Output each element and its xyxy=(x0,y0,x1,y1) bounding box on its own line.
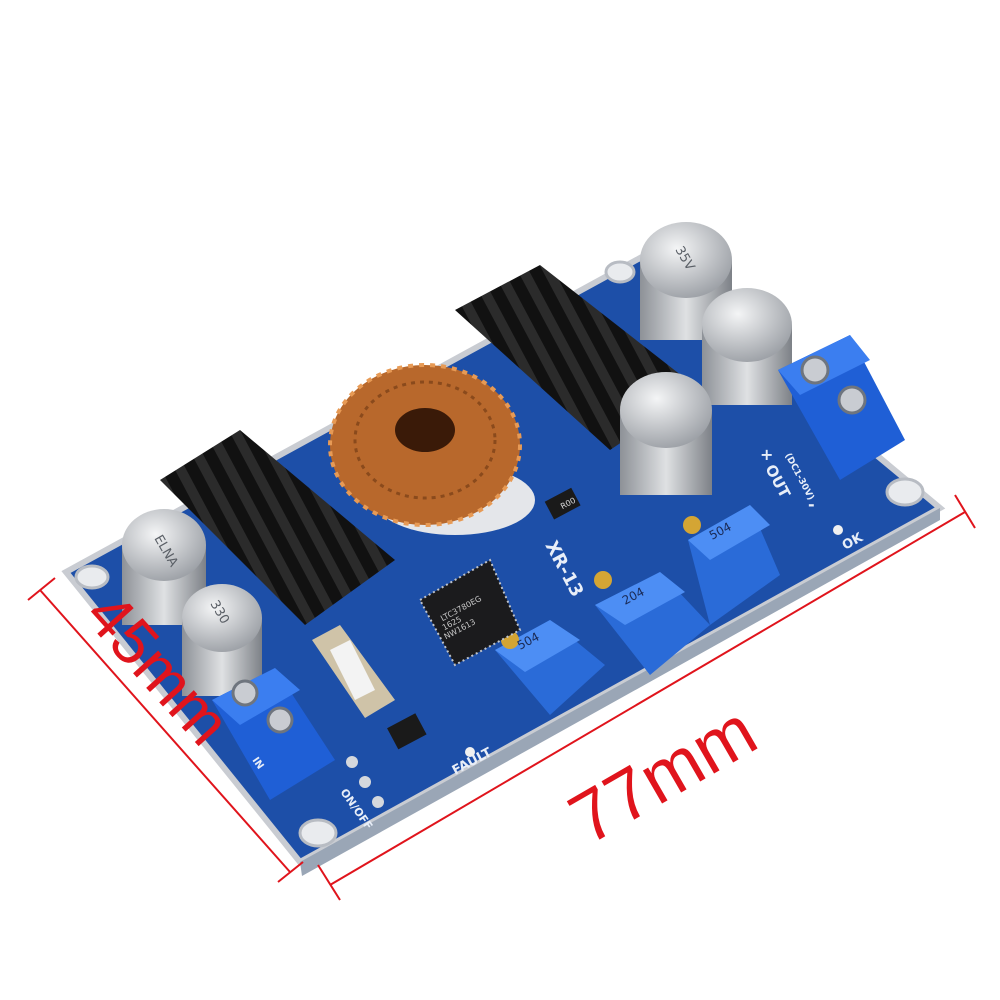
capacitors: ELNA 330 35V xyxy=(122,222,792,696)
fuse xyxy=(312,625,395,718)
trim-potentiometers[interactable]: 504 204 504 xyxy=(495,505,780,715)
fault-led xyxy=(465,747,475,757)
width-dimension xyxy=(317,494,976,901)
pcb-edge xyxy=(300,508,940,876)
trim-pot[interactable]: 504 xyxy=(683,505,780,625)
capacitor xyxy=(702,288,792,405)
output-terminal-block[interactable] xyxy=(778,335,905,480)
heatsink-left xyxy=(160,430,395,625)
trim-pot[interactable]: 204 xyxy=(594,571,710,675)
ok-led xyxy=(833,525,843,535)
height-dimension xyxy=(27,577,304,883)
out-minus-label: - xyxy=(808,495,815,514)
trim-pot[interactable]: 504 xyxy=(495,620,605,715)
capacitor xyxy=(620,372,712,495)
capacitor: 330 xyxy=(182,584,262,696)
smd-resistor xyxy=(544,487,581,520)
mosfet xyxy=(387,713,427,750)
controller-chip: LTC3780EG 1625 NW1613 xyxy=(418,558,522,667)
out-plus-label: + xyxy=(760,445,773,464)
mounting-holes xyxy=(74,260,925,848)
onoff-header[interactable] xyxy=(346,756,384,808)
input-terminal-block[interactable] xyxy=(212,668,335,800)
toroid-inductor xyxy=(328,363,535,535)
